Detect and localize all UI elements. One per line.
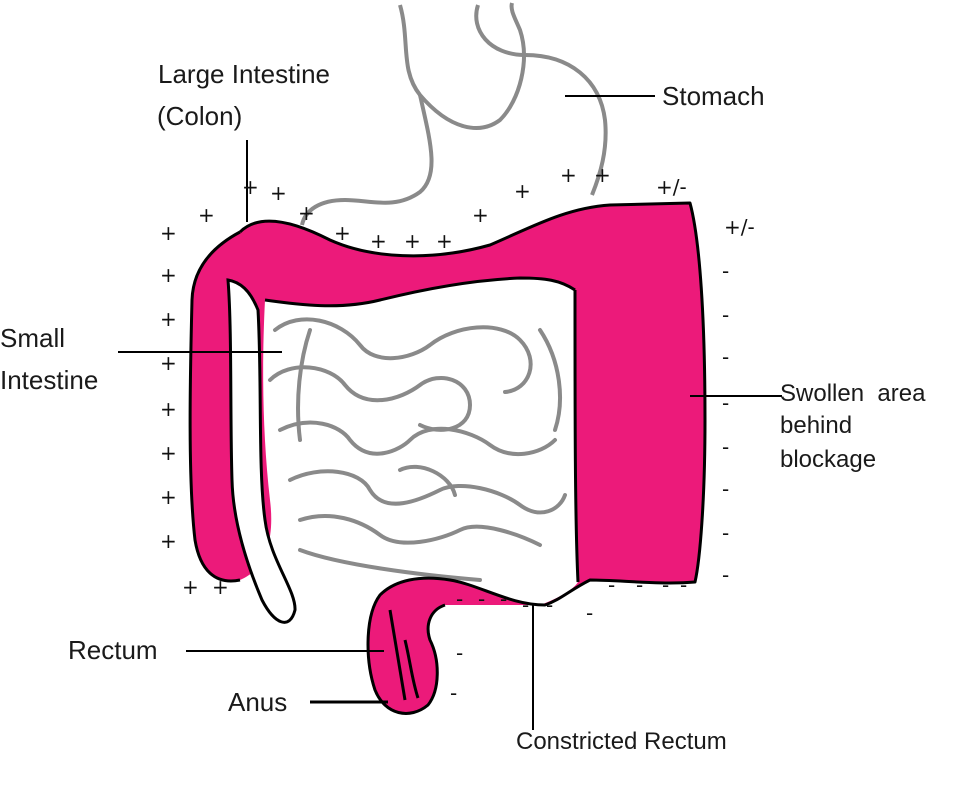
colon-highlight	[190, 203, 705, 714]
plus-marker: +	[270, 181, 287, 205]
plus-marker: +	[160, 441, 177, 465]
minus-marker: -	[722, 435, 729, 459]
plus-marker: +	[560, 163, 577, 187]
plus-marker: +	[404, 229, 421, 253]
leader-lines	[118, 95, 782, 730]
plus-minus-marker: +/-	[724, 215, 755, 239]
plus-marker: +	[334, 221, 351, 245]
label-small-intestine-line2: Intestine	[0, 365, 99, 395]
plus-marker: +	[160, 485, 177, 509]
minus-marker: -	[680, 573, 687, 597]
minus-marker: -	[722, 477, 729, 501]
plus-marker: +	[160, 351, 177, 375]
label-large-intestine-line1: Large Intestine	[158, 59, 331, 89]
minus-marker: -	[662, 573, 669, 597]
plus-marker: +	[436, 229, 453, 253]
label-stomach: Stomach	[662, 81, 765, 111]
minus-marker: -	[722, 391, 729, 415]
minus-marker: -	[456, 587, 463, 611]
plus-marker: +	[370, 229, 387, 253]
label-swollen-line2: behind	[780, 412, 853, 439]
label-swollen-line1: Swollen area	[780, 380, 926, 407]
minus-marker: -	[608, 573, 615, 597]
plus-marker: +	[160, 263, 177, 287]
charge-markers: ++++++++++++++++++++++------------------…	[160, 163, 755, 705]
label-large-intestine-line2: (Colon)	[157, 101, 243, 131]
plus-marker: +	[182, 575, 199, 599]
plus-marker: +	[242, 175, 259, 199]
minus-marker: -	[546, 593, 553, 617]
minus-marker: -	[586, 601, 593, 625]
plus-marker: +	[298, 201, 315, 225]
minus-marker: -	[450, 681, 457, 705]
stomach-outline	[398, 2, 526, 130]
minus-marker: -	[478, 587, 485, 611]
label-small-intestine-line1: Small	[0, 323, 66, 353]
plus-marker: +	[594, 163, 611, 187]
plus-marker: +	[212, 575, 229, 599]
colon-inner-gap	[226, 278, 297, 624]
minus-marker: -	[722, 521, 729, 545]
colon-outline	[188, 201, 707, 715]
stomach-lower-outline	[300, 94, 434, 226]
minus-marker: -	[722, 345, 729, 369]
minus-marker: -	[456, 641, 463, 665]
label-constricted-rectum: Constricted Rectum	[516, 728, 727, 755]
colon-fill	[190, 203, 705, 714]
label-swollen-line3: blockage	[780, 446, 877, 473]
minus-marker: -	[722, 563, 729, 587]
minus-marker: -	[636, 573, 643, 597]
label-rectum: Rectum	[68, 635, 158, 665]
small-intestine-loops	[268, 317, 567, 582]
plus-marker: +	[160, 397, 177, 421]
minus-marker: -	[722, 303, 729, 327]
plus-minus-marker: +/-	[656, 175, 687, 199]
minus-marker: -	[522, 593, 529, 617]
plus-marker: +	[198, 203, 215, 227]
plus-marker: +	[160, 221, 177, 245]
plus-marker: +	[160, 307, 177, 331]
plus-marker: +	[472, 203, 489, 227]
stomach-body-outline	[474, 4, 608, 196]
plus-marker: +	[514, 179, 531, 203]
minus-marker: -	[500, 587, 507, 611]
plus-marker: +	[160, 529, 177, 553]
label-anus: Anus	[228, 687, 288, 717]
minus-marker: -	[722, 259, 729, 283]
